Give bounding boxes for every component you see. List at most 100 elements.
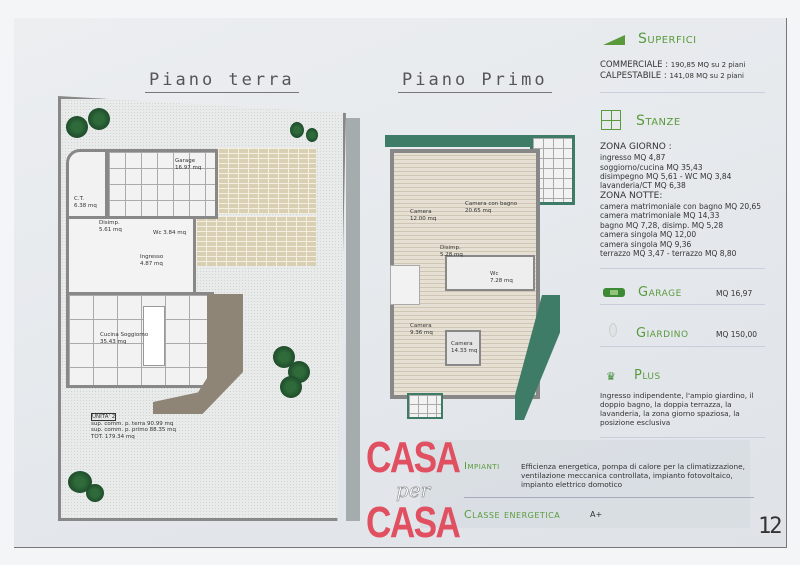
room-area: 5.28 mq [440, 251, 463, 258]
impianti-text: Efficienza energetica, pompa di calore p… [521, 462, 745, 490]
plus-title: Plus [634, 368, 661, 383]
unit-summary: UNITA' 2 sup. comm. p. terra 90.99 mq su… [91, 413, 177, 440]
zona-giorno-heading: ZONA GIORNO : [600, 142, 672, 152]
room-label: Disimp.5.61 mq [99, 220, 122, 233]
stanze-title: Stanze [636, 113, 681, 129]
room-area: 14.33 mq [451, 347, 478, 354]
terrace [407, 393, 443, 419]
room-item: camera singola MQ 9,36 [600, 239, 692, 249]
commerciale-label: COMMERCIALE : [600, 60, 671, 70]
boundary-strip [346, 118, 360, 521]
impianti-title: Impianti [464, 461, 500, 472]
garage-title: Garage [638, 285, 682, 300]
room-item: bagno MQ 7,28, disimp. MQ 5,28 [600, 220, 724, 230]
room-area: 4.87 mq [140, 260, 163, 267]
room-disimpegno [66, 216, 196, 296]
tree-icon [280, 376, 302, 398]
casa-per-casa-logo: CASA per CASA [366, 436, 462, 547]
stanze-list: ZONA GIORNO : ingresso MQ 4,87 soggiorno… [600, 142, 785, 258]
room-item: soggiorno/cucina MQ 35,43 [600, 162, 703, 172]
room-wc [445, 255, 535, 291]
room-item: camera matrimoniale MQ 14,33 [600, 211, 720, 221]
first-floor-title: Piano Primo [398, 70, 552, 93]
room-name: Camera [410, 209, 432, 215]
tree-icon [68, 471, 92, 493]
room-name: Ingresso [140, 254, 164, 260]
unit-line: sup. comm. p. terra 90.99 mq [91, 420, 174, 427]
divider [600, 92, 765, 93]
classe-energetica-value: A+ [590, 510, 603, 519]
tree-icon [306, 128, 318, 142]
bottom-band [420, 440, 750, 528]
room-item: camera singola MQ 12,00 [600, 230, 697, 240]
tree-icon [273, 346, 295, 368]
room-area: 9.36 mq [410, 329, 433, 336]
giardino-title: Giardino [636, 326, 689, 341]
logo-per: per [396, 478, 431, 503]
calpestabile-label: CALPESTABILE : [600, 70, 670, 81]
room-name: Camera [451, 341, 473, 347]
set-square-icon [603, 35, 625, 45]
room-cucina-soggiorno [66, 292, 214, 388]
classe-energetica-title: Classe energetica [464, 508, 561, 521]
room-area: 6.38 mq [74, 202, 97, 209]
room-label: C.T.6.38 mq [74, 196, 97, 209]
room-area: 5.61 mq [99, 226, 122, 233]
room-item: camera matrimoniale con bagno MQ 20,65 [600, 202, 762, 211]
room-area: 3.84 mq [163, 230, 187, 236]
tree-icon [86, 484, 104, 502]
plus-text: Ingresso indipendente, l'ampio giardino,… [600, 391, 754, 428]
garage-value: MQ 16,97 [716, 289, 753, 298]
room-garage [106, 149, 218, 219]
room-area: 20.65 mq [465, 207, 492, 214]
car-icon [603, 288, 625, 297]
unit-line: TOT. 179.34 mq [91, 433, 135, 440]
room-name: Garage [175, 158, 196, 164]
room-label: Disimp.5.28 mq [440, 245, 463, 258]
unit-line: sup. comm. p. primo 88.35 mq [91, 427, 177, 434]
room-name: Wc [153, 230, 162, 236]
room-name: Camera con bagno [465, 201, 518, 207]
divider [464, 497, 754, 498]
room-ct [66, 149, 108, 219]
room-area: 7.28 mq [490, 277, 513, 284]
logo-line2: CASA [366, 498, 461, 547]
room-area: 35.43 mq [100, 338, 127, 345]
room-item: ingresso MQ 4,87 [600, 153, 666, 163]
zona-notte-heading: ZONA NOTTE: [600, 190, 663, 201]
tree-icon [88, 108, 110, 130]
crown-icon: ♛ [606, 370, 616, 383]
terrace [385, 135, 530, 147]
staircase [390, 265, 420, 305]
room-name: Wc [490, 271, 499, 277]
commerciale-value: 190,85 MQ su 2 piani [670, 61, 746, 69]
room-area: 12.00 mq [410, 215, 437, 222]
room-name: C.T. [74, 196, 85, 202]
giardino-value: MQ 150,00 [716, 330, 758, 339]
room-name: Disimp. [99, 220, 120, 226]
superfici-title: Superfici [638, 31, 697, 47]
tree-icon [66, 116, 88, 138]
room-name: Disimp. [440, 245, 461, 251]
bed [445, 330, 481, 366]
superfici-values: COMMERCIALE : 190,85 MQ su 2 piani CALPE… [600, 60, 785, 81]
divider [600, 304, 765, 305]
stone-paving [218, 148, 316, 214]
divider [600, 437, 765, 438]
divider [600, 346, 765, 347]
ground-floor-title: Piano terra [145, 70, 299, 93]
tree-icon [290, 122, 304, 138]
unit-label: UNITA' 2 [91, 413, 117, 421]
divider [600, 268, 765, 269]
calpestabile-value: 141,08 MQ su 2 piani [669, 71, 744, 80]
room-item: lavanderia/CT MQ 6,38 [600, 181, 686, 191]
